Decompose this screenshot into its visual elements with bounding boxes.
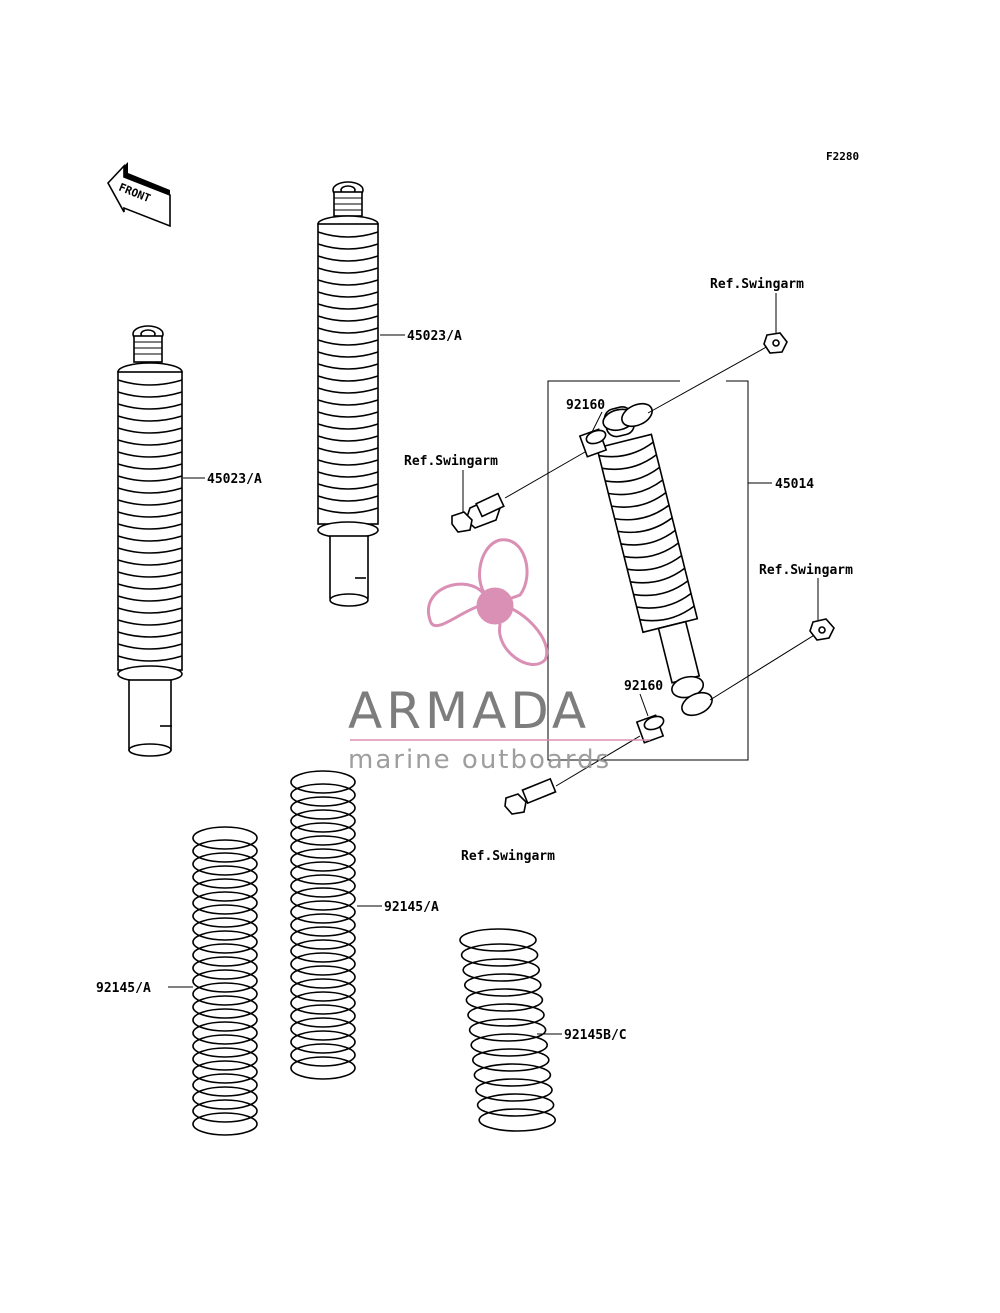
label-ref-left-bolt: Ref.Swingarm xyxy=(404,454,498,469)
label-92145-left: 92145/A xyxy=(96,981,151,996)
label-92160-bottom: 92160 xyxy=(624,679,663,694)
spring-mid xyxy=(290,770,356,1080)
label-45023-left: 45023/A xyxy=(207,472,262,487)
shock-absorber-top xyxy=(317,181,379,607)
shock-absorber-left xyxy=(117,325,183,757)
bushing-top xyxy=(578,402,653,458)
label-92145-right: 92145B/C xyxy=(564,1028,627,1043)
assembly-bracket xyxy=(547,380,749,761)
leader-92160-bottom xyxy=(639,693,649,717)
bushing-bottom xyxy=(635,691,713,744)
leader-92160-top xyxy=(591,411,603,433)
brand-tagline: marine outboards xyxy=(348,745,611,775)
spring-left xyxy=(192,826,258,1136)
nut-top-right xyxy=(647,332,788,414)
bolt-top-left xyxy=(451,451,586,533)
brand-logo: ARMADA marine outboards xyxy=(348,538,650,775)
diagram-code: F2280 xyxy=(826,150,859,163)
shock-assembly xyxy=(596,406,705,699)
label-ref-top-right: Ref.Swingarm xyxy=(710,277,804,292)
front-arrow-icon: FRONT xyxy=(107,162,171,228)
nut-mid-right xyxy=(709,618,835,701)
label-92145-mid: 92145/A xyxy=(384,900,439,915)
spring-right xyxy=(459,928,557,1132)
propeller-icon xyxy=(426,538,549,667)
label-ref-right-mid: Ref.Swingarm xyxy=(759,563,853,578)
label-ref-bottom: Ref.Swingarm xyxy=(461,849,555,864)
bolt-bottom xyxy=(504,735,641,815)
label-45023-top: 45023/A xyxy=(407,329,462,344)
label-92160-top: 92160 xyxy=(566,398,605,413)
brand-name: ARMADA xyxy=(348,682,590,740)
label-45014: 45014 xyxy=(775,477,814,492)
